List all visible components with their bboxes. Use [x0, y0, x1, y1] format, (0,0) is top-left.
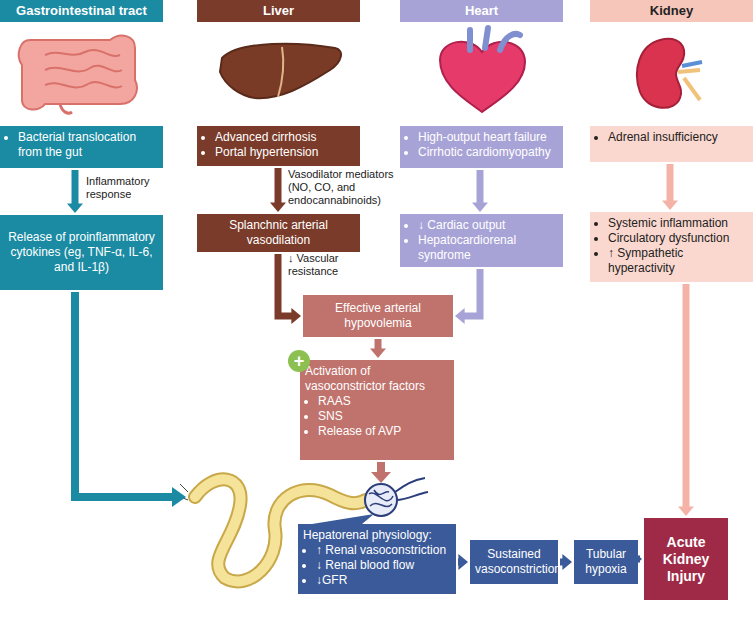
header-text: Kidney [594, 3, 749, 18]
process-box: Tubular hypoxia [574, 540, 638, 584]
process-box: Systemic inflammationCirculatory dysfunc… [590, 212, 753, 282]
bullet-text: Cirrhotic cardiomyopathy [418, 145, 558, 160]
flow-arrow [662, 164, 678, 210]
process-box: Sustained vasoconstriction [470, 540, 558, 584]
bullet-list: Advanced cirrhosisPortal hypertension [202, 130, 355, 160]
flow-arrow [472, 170, 488, 212]
flow-arrow [370, 339, 386, 358]
bullet-text: Release of AVP [318, 424, 449, 439]
bullet-text: Bacterial translocation from the gut [18, 130, 158, 160]
plus-badge: + [288, 350, 310, 372]
header-text: Liver [201, 3, 356, 18]
bullet-list: Bacterial translocation from the gut [5, 130, 158, 160]
flow-arrow [455, 269, 480, 324]
box-text: Splanchnic arterial vasodilation [202, 218, 355, 248]
bullet-text: ↑ Sympathetic hyperactivity [608, 246, 748, 276]
header-text: Heart [404, 3, 559, 18]
edge-label: Inflammatory response [84, 175, 166, 201]
process-box: Adrenal insufficiency [590, 126, 753, 162]
cytokine-arrow [75, 292, 186, 507]
intestine-icon [19, 36, 137, 114]
bullet-text: Adrenal insufficiency [608, 130, 748, 145]
process-box: High-output heart failureCirrhotic cardi… [400, 126, 563, 168]
bullet-list: Systemic inflammationCirculatory dysfunc… [595, 216, 748, 276]
bullet-list: ↓ Cardiac outputHepatocardiorenal syndro… [405, 218, 558, 263]
column-header: Liver [197, 0, 360, 22]
bullet-text: SNS [318, 409, 449, 424]
bullet-list: High-output heart failureCirrhotic cardi… [405, 130, 558, 160]
process-box: Release of proinflammatory cytokines (eg… [0, 215, 163, 290]
column-header: Gastrointestinal tract [0, 0, 163, 22]
bullet-text: Circulatory dysfunction [608, 231, 748, 246]
bullet-text: RAAS [318, 394, 449, 409]
flow-arrow [270, 168, 286, 212]
flow-arrow [678, 284, 694, 516]
process-box: Activation of vasoconstrictor factorsRAA… [300, 360, 454, 460]
bullet-list: RAASSNSRelease of AVP [305, 394, 449, 439]
box-text: Tubular hypoxia [579, 547, 633, 577]
box-text: Release of proinflammatory cytokines (eg… [5, 230, 158, 275]
bullet-text: ↓ Cardiac output [418, 218, 558, 233]
process-box: Effective arterial hypovolemia [303, 295, 453, 337]
bullet-list: Adrenal insufficiency [595, 130, 748, 145]
flow-arrow [560, 554, 572, 570]
header-text: Gastrointestinal tract [4, 3, 159, 18]
box-text: Activation of vasoconstrictor factors [305, 364, 449, 394]
box-text: Acute Kidney Injury [649, 534, 723, 585]
process-box: ↓ Cardiac outputHepatocardiorenal syndro… [400, 214, 563, 267]
process-box: Splanchnic arterial vasodilation [197, 214, 360, 252]
column-header: Heart [400, 0, 563, 22]
vasoconstrictor-arrow [371, 462, 391, 483]
kidney-icon [637, 39, 702, 108]
flow-arrow [67, 170, 83, 213]
edge-label: ↓ Vascular resistance [286, 252, 376, 278]
box-text: Hepatorenal physiology: [303, 528, 451, 543]
callout-pointer [312, 514, 374, 524]
process-box: Advanced cirrhosisPortal hypertension [197, 126, 360, 166]
bullet-text: Portal hypertension [215, 145, 355, 160]
bullet-text: High-output heart failure [418, 130, 558, 145]
bullet-text: ↑ Renal vasoconstriction [316, 543, 451, 558]
liver-icon [220, 44, 341, 98]
bullet-text: ↓GFR [316, 573, 451, 588]
outcome-box: Acute Kidney Injury [644, 518, 728, 600]
box-text: Sustained vasoconstriction [475, 547, 553, 577]
edge-label: Vasodilator mediators (NO, CO, and endoc… [286, 168, 402, 207]
bullet-text: Advanced cirrhosis [215, 130, 355, 145]
heart-icon [440, 28, 525, 112]
box-text: Effective arterial hypovolemia [308, 301, 448, 331]
callout-box: Hepatorenal physiology:↑ Renal vasoconst… [298, 524, 456, 594]
process-box: Bacterial translocation from the gut [0, 126, 163, 168]
bullet-text: Systemic inflammation [608, 216, 748, 231]
bullet-text: Hepatocardiorenal syndrome [418, 233, 558, 263]
bullet-list: ↑ Renal vasoconstriction↓ Renal blood fl… [303, 543, 451, 588]
bullet-text: ↓ Renal blood flow [316, 558, 451, 573]
flow-arrow [458, 554, 468, 570]
column-header: Kidney [590, 0, 753, 22]
